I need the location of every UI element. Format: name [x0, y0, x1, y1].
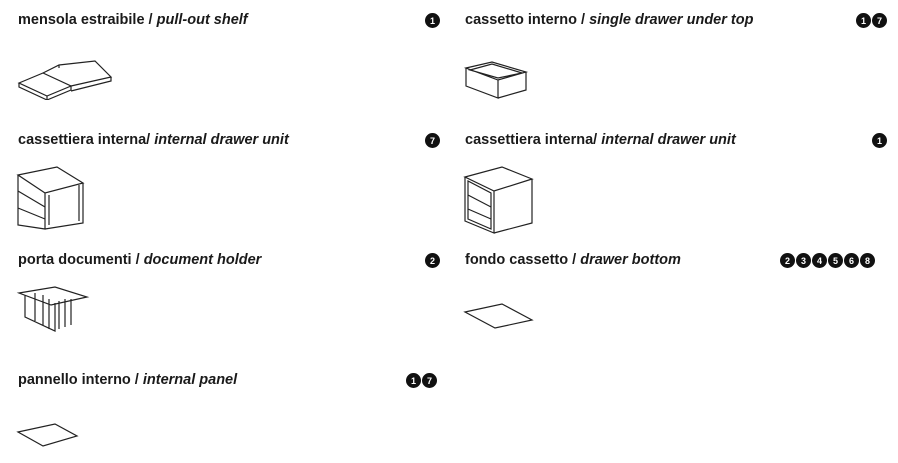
sep: /	[131, 252, 144, 268]
drawer-unit-closed-illustration	[463, 166, 534, 234]
badge: 1	[856, 13, 871, 28]
title-it: fondo cassetto	[465, 252, 569, 268]
title-it: cassettiera interna	[18, 132, 147, 148]
badges: 7	[425, 133, 440, 148]
drawer-bottom-illustration	[463, 303, 534, 329]
title-en: internal drawer unit	[154, 132, 289, 148]
badges: 1	[872, 133, 887, 148]
item-title: pannello interno / internal panel	[18, 372, 237, 388]
pull-out-shelf-illustration	[17, 60, 113, 100]
badge: 3	[796, 253, 811, 268]
internal-panel-illustration	[16, 423, 79, 447]
badges: 1	[425, 13, 440, 28]
item-title: porta documenti / document holder	[18, 252, 261, 268]
drawer-unit-open-illustration	[16, 166, 85, 230]
sep: /	[577, 12, 590, 28]
badge: 1	[425, 13, 440, 28]
title-it: porta documenti	[18, 252, 132, 268]
badge: 7	[425, 133, 440, 148]
badge: 6	[844, 253, 859, 268]
badge: 2	[425, 253, 440, 268]
badge: 5	[828, 253, 843, 268]
badge: 1	[406, 373, 421, 388]
item-title: mensola estraibile / pull-out shelf	[18, 12, 248, 28]
title-it: mensola estraibile	[18, 12, 145, 28]
badge: 1	[872, 133, 887, 148]
badge: 2	[780, 253, 795, 268]
title-it: pannello interno	[18, 372, 131, 388]
sep: /	[146, 132, 155, 148]
item-title: cassettiera interna/ internal drawer uni…	[465, 132, 736, 148]
title-en: drawer bottom	[580, 252, 681, 268]
document-holder-illustration	[16, 286, 90, 332]
badges: 2	[425, 253, 440, 268]
badge: 7	[872, 13, 887, 28]
badge: 7	[422, 373, 437, 388]
sep: /	[130, 372, 143, 388]
title-it: cassetto interno	[465, 12, 577, 28]
title-en: single drawer under top	[589, 12, 754, 28]
item-title: fondo cassetto / drawer bottom	[465, 252, 681, 268]
title-en: pull-out shelf	[156, 12, 248, 28]
sep: /	[593, 132, 602, 148]
title-en: document holder	[143, 252, 262, 268]
item-title: cassettiera interna/ internal drawer uni…	[18, 132, 289, 148]
drawer-illustration	[463, 61, 529, 99]
sep: /	[144, 12, 157, 28]
title-en: internal drawer unit	[601, 132, 736, 148]
title-en: internal panel	[142, 372, 238, 388]
sep: /	[568, 252, 581, 268]
item-title: cassetto interno / single drawer under t…	[465, 12, 753, 28]
badge: 4	[812, 253, 827, 268]
title-it: cassettiera interna	[465, 132, 594, 148]
badge: 8	[860, 253, 875, 268]
